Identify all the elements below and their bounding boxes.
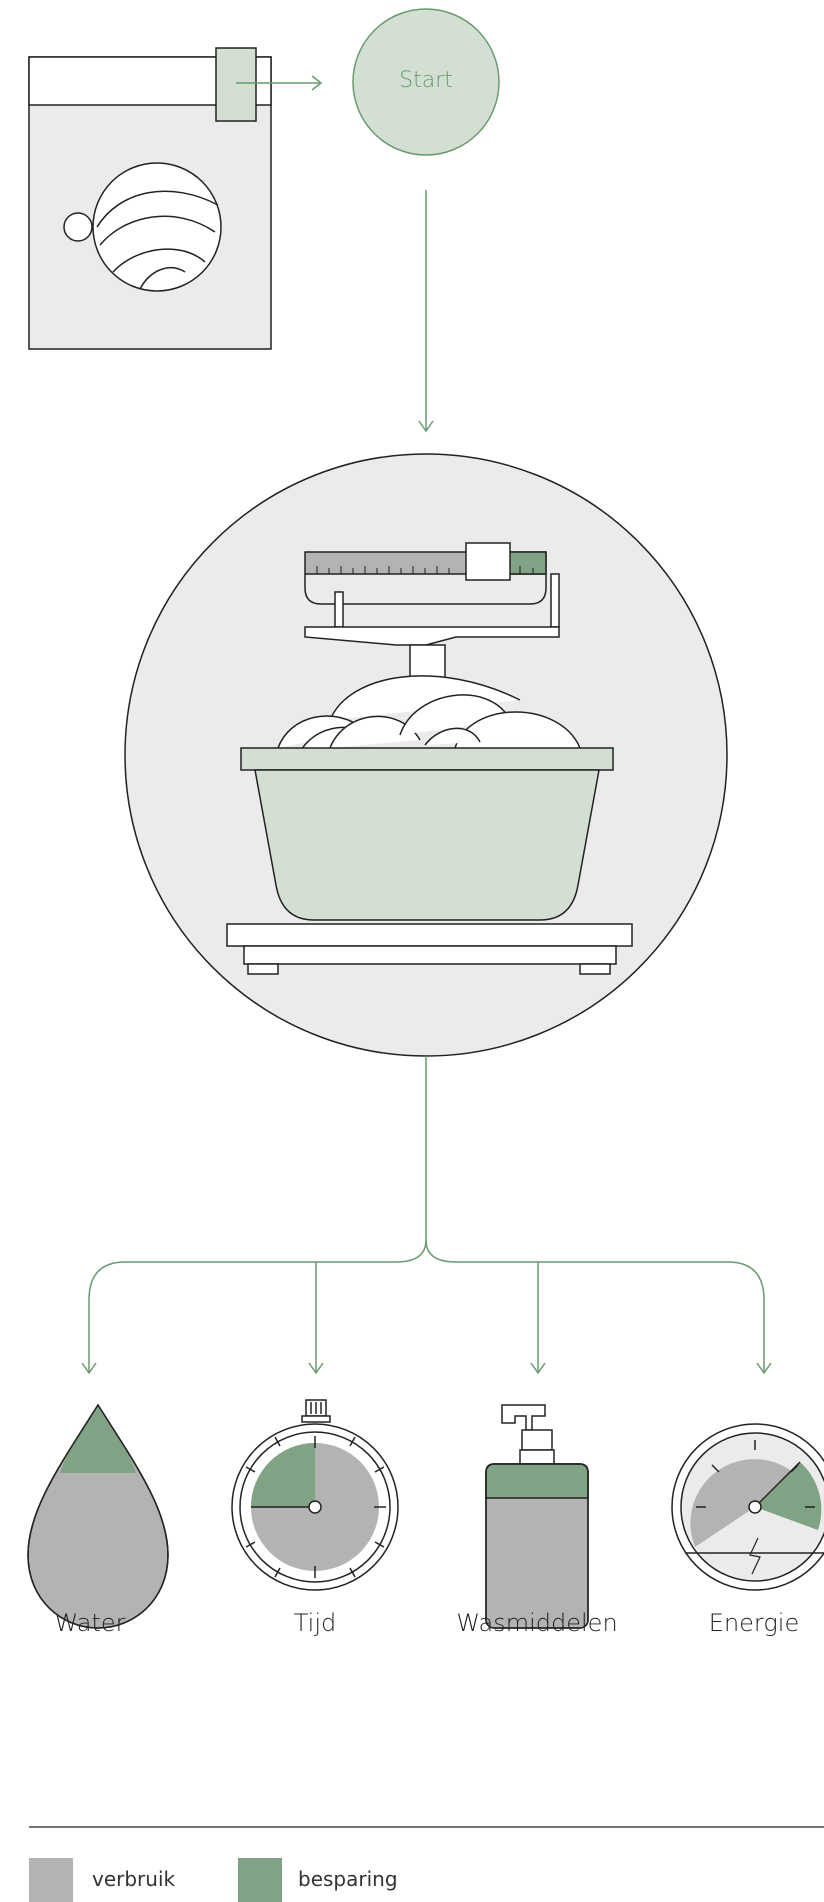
water-drop-icon: [27, 1403, 169, 1629]
legend-label-besparing: besparing: [298, 1867, 398, 1891]
arrow-to-start: [236, 75, 323, 91]
arrow-to-scale: [418, 190, 434, 433]
energy-gauge-icon: [671, 1423, 824, 1591]
stopwatch-icon: [231, 1399, 399, 1591]
legend-swatch-verbruik: [29, 1858, 73, 1902]
legend-label-verbruik: verbruik: [92, 1867, 176, 1891]
resource-label-water: Water: [54, 1609, 126, 1637]
laundry-scale-icon: [226, 542, 633, 975]
washing-machine-icon: [28, 47, 272, 350]
start-label: Start: [399, 68, 453, 93]
detergent-bottle-icon: [485, 1404, 589, 1629]
start-node: [352, 8, 500, 156]
branch-connectors: [81, 1056, 772, 1375]
resource-label-energie: Energie: [708, 1609, 800, 1637]
legend-swatch-besparing: [238, 1858, 282, 1902]
resource-label-tijd: Tijd: [293, 1609, 337, 1637]
resource-label-wasmiddelen: Wasmiddelen: [456, 1609, 618, 1637]
